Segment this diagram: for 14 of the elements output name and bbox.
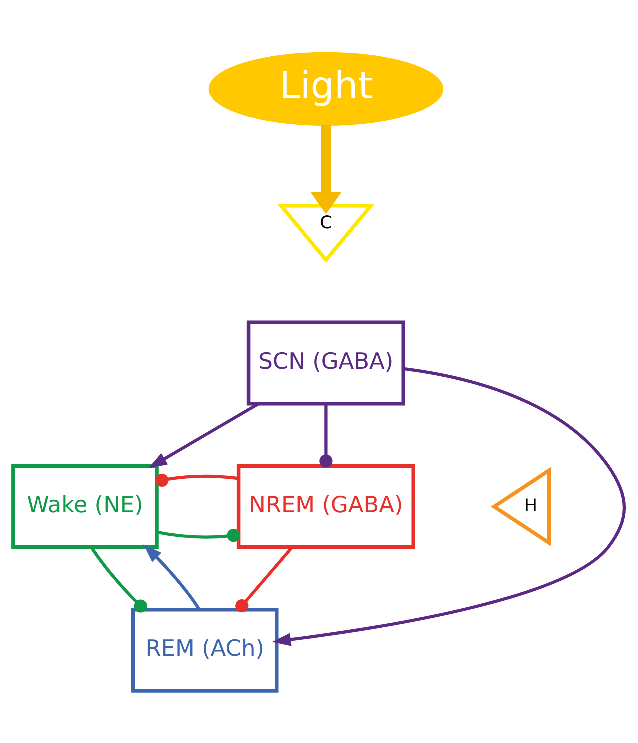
connector	[156, 528, 240, 542]
node-box: NREM (GABA)	[236, 464, 416, 549]
node-box: REM (ACh)	[131, 607, 279, 692]
connector	[156, 473, 239, 486]
arrow	[272, 366, 626, 646]
arrow	[144, 544, 201, 610]
node-ellipse: Light	[208, 52, 444, 126]
connector	[236, 546, 294, 612]
connector	[90, 546, 148, 612]
arrow	[148, 402, 260, 468]
node-box: SCN (GABA)	[246, 320, 406, 406]
node-box: Wake (NE)	[12, 464, 159, 549]
arrow	[310, 125, 342, 214]
connector	[320, 404, 333, 468]
